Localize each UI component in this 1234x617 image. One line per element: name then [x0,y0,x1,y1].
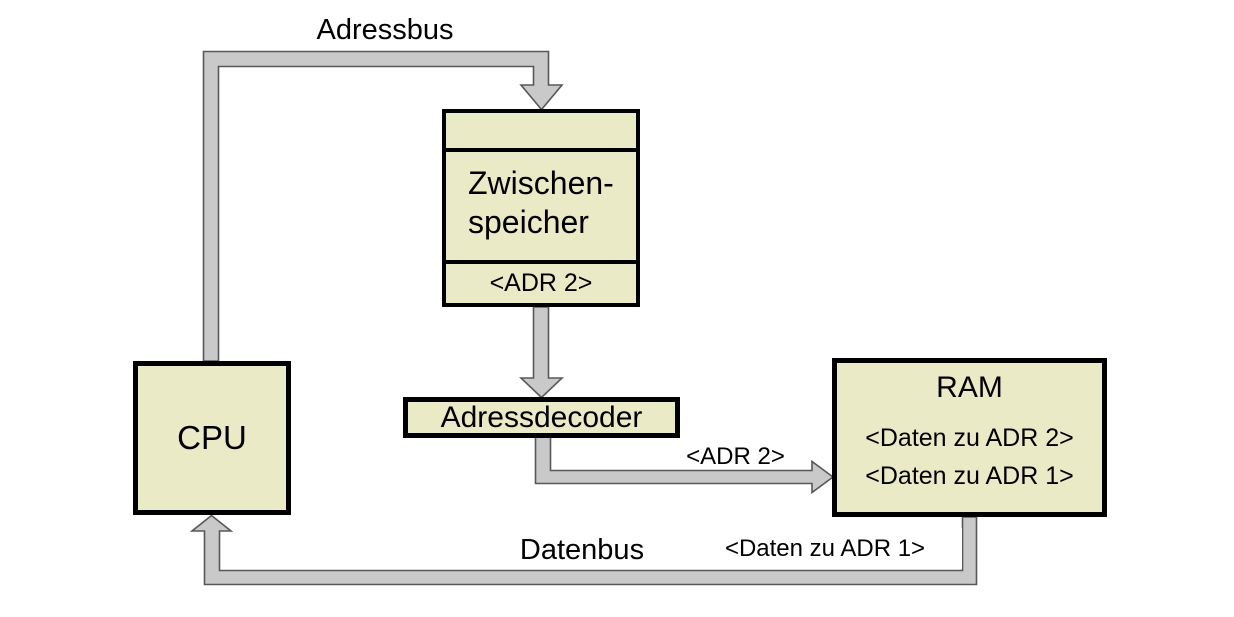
ram-data-row-adr2: <Daten zu ADR 2> [865,424,1074,452]
adressbus-arrow [202,50,564,362]
adr2-bus-value-label: <ADR 2> [686,443,785,470]
datenbus-value-label: <Daten zu ADR 1> [688,528,962,569]
decoder-to-ram-arrow [534,436,835,495]
ram-box: RAM <Daten zu ADR 2> <Daten zu ADR 1> [832,358,1107,517]
ram-label: RAM [936,371,1003,404]
cpu-box: CPU [133,361,291,515]
zwischenspeicher-adr-slot: <ADR 2> [446,264,636,303]
zwischenspeicher-adr-value: <ADR 2> [489,269,593,297]
zwischenspeicher-label-line1: Zwischen- [468,165,614,201]
ram-data-row-adr1: <Daten zu ADR 1> [865,462,1074,490]
zwischenspeicher-empty-slot [446,113,636,152]
zwischenspeicher-label-line2: speicher [468,204,589,240]
cpu-label: CPU [177,419,247,456]
zwischenspeicher-box: Zwischen- speicher <ADR 2> [442,109,640,307]
adressbus-label: Adressbus [316,14,454,46]
datenbus-label: Datenbus [519,534,645,566]
adressdecoder-box: Adressdecoder [403,397,680,438]
datenbus-arrow [189,514,978,586]
zwischenspeicher-label-section: Zwischen- speicher [446,152,636,264]
buffer-to-decoder-arrow [518,306,565,399]
adressdecoder-label: Adressdecoder [440,400,643,434]
